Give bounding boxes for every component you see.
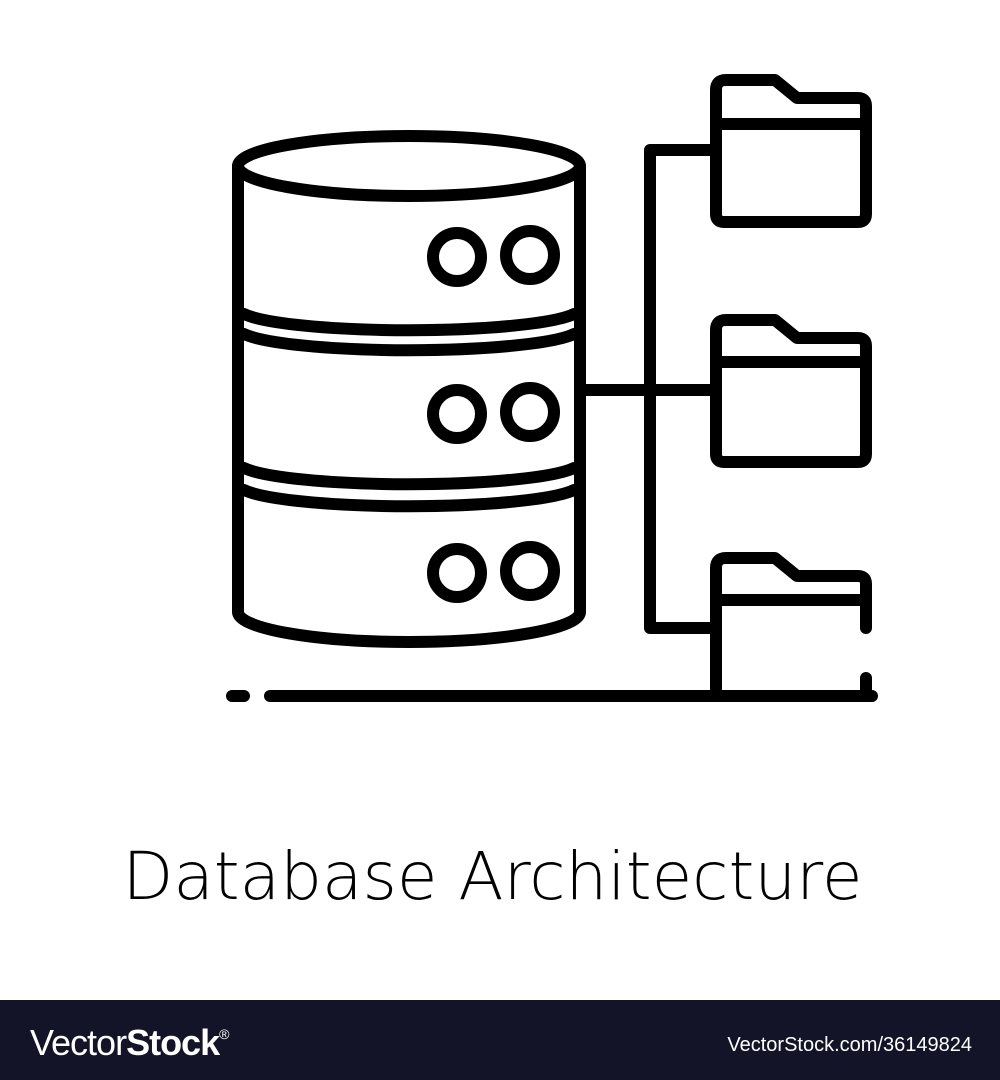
- database-architecture-icon: [226, 74, 878, 702]
- vectorstock-logo: VectorStock®: [30, 1022, 229, 1064]
- icon-title: Database Architecture: [122, 838, 863, 915]
- database-cylinder: [232, 130, 586, 648]
- logo-light-text: Vector: [30, 1022, 127, 1063]
- footer-bar: VectorStock® VectorStock.com/36149824: [0, 1000, 1000, 1080]
- logo-bold-text: Stock: [126, 1022, 220, 1063]
- image-id: VectorStock.com/36149824: [727, 1034, 972, 1056]
- folder-icon: [710, 552, 872, 698]
- connector-lines: [574, 144, 722, 634]
- folder-icon: [710, 74, 872, 228]
- drive-indicator-lights: [427, 225, 560, 603]
- folder-icon: [710, 314, 872, 468]
- registered-mark: ®: [219, 1026, 229, 1042]
